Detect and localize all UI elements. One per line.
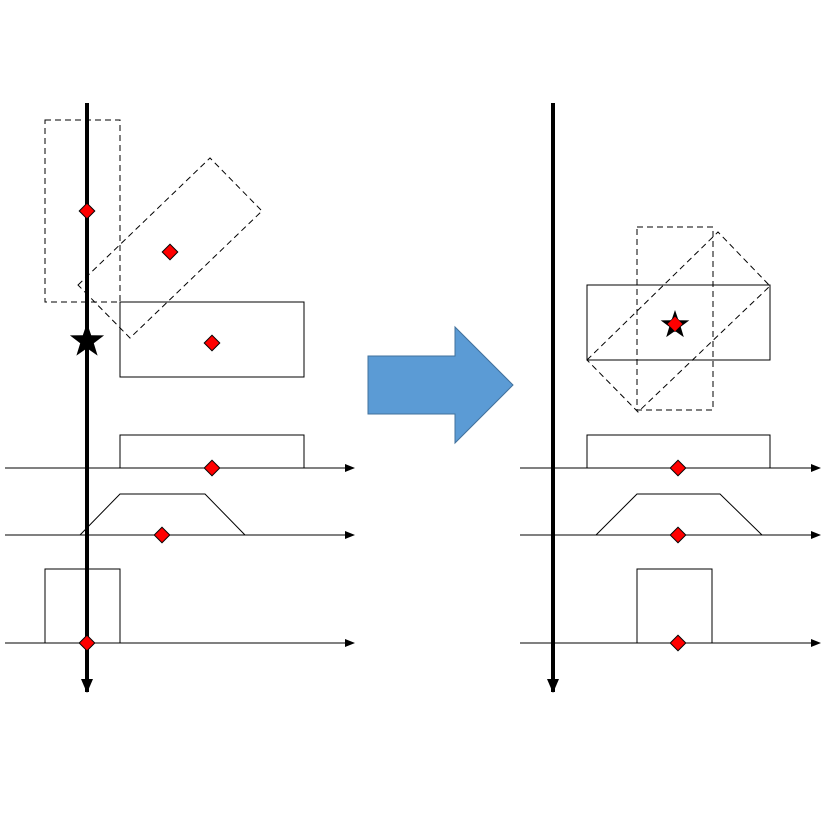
red-diamond-marker (203, 459, 221, 477)
red-diamond-marker (669, 526, 687, 544)
left-panel-before (5, 103, 355, 693)
profile-trapezoid (79, 493, 246, 536)
dashed-rotated-box (77, 157, 263, 339)
right-panel-after (520, 103, 821, 693)
red-diamond-marker (666, 315, 684, 333)
dashed-vertical-box (44, 119, 121, 303)
solid-horizontal-box (119, 301, 305, 378)
profile-rect-narrow (44, 568, 121, 644)
red-diamond-marker (153, 526, 171, 544)
red-diamond-marker (203, 334, 221, 352)
solid-horizontal-box (586, 284, 771, 361)
dashed-rotated-box (586, 231, 771, 413)
red-diamond-marker (669, 459, 687, 477)
red-diamond-marker (669, 634, 687, 652)
red-diamond-marker (78, 202, 96, 220)
red-diamond-marker (78, 634, 96, 652)
red-diamond-marker (161, 243, 179, 261)
profile-trapezoid (595, 493, 763, 536)
profile-rect-narrow (636, 568, 713, 644)
right-arrow-icon (367, 325, 514, 445)
star-icon (69, 323, 105, 356)
